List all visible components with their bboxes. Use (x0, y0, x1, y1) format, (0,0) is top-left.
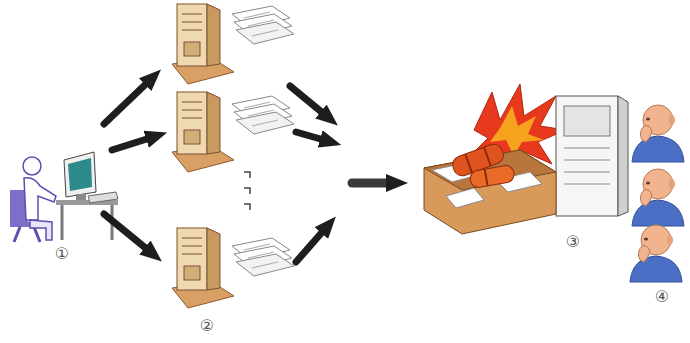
user-figure (632, 169, 684, 226)
zombie-servers (172, 4, 294, 308)
server-panel (564, 106, 610, 136)
arrow (112, 138, 150, 150)
arrow (104, 82, 148, 124)
ellipsis-mark (244, 172, 250, 178)
bomb (469, 164, 515, 188)
paper-stack (232, 6, 294, 44)
user-figure (632, 105, 684, 162)
monitor-screen (68, 158, 92, 191)
affected-users (630, 105, 684, 282)
target-server (556, 96, 618, 216)
arrow (290, 86, 324, 114)
callout-number: ① (55, 246, 69, 262)
server-slot (564, 160, 610, 161)
server-tower (172, 4, 234, 84)
desk-leg (61, 205, 64, 240)
ellipsis-mark (244, 204, 250, 210)
user-body (24, 178, 56, 220)
paper-stack (232, 238, 294, 276)
server-slot (564, 184, 610, 185)
chair-leg (14, 227, 20, 242)
bomb-band (465, 154, 472, 173)
arrow (296, 230, 324, 262)
user-head (23, 157, 41, 175)
server-side (618, 96, 628, 216)
user-figure (630, 225, 682, 282)
bomb-band (484, 147, 491, 166)
server-tower (172, 228, 234, 308)
keyboard (88, 192, 118, 203)
server-slot (564, 172, 610, 173)
bomb-body (469, 164, 515, 188)
monitor (64, 152, 96, 197)
attack-arrows (104, 82, 390, 262)
user-legs (30, 220, 52, 240)
ellipsis-mark (244, 188, 250, 194)
chair-leg (34, 227, 40, 242)
paper-stack (232, 96, 294, 134)
arrow (296, 132, 324, 140)
callout-number: ② (200, 318, 214, 334)
callout-number: ④ (655, 289, 669, 305)
attacker-computer (10, 152, 118, 242)
bomb-band (485, 169, 488, 186)
arrow (104, 214, 148, 250)
server-slot (564, 148, 610, 149)
callout-number: ③ (566, 234, 580, 250)
paper (446, 188, 484, 208)
big-arrow (352, 179, 390, 188)
victim-server (424, 84, 628, 234)
server-tower (172, 92, 234, 172)
monitor-stand (76, 194, 86, 200)
